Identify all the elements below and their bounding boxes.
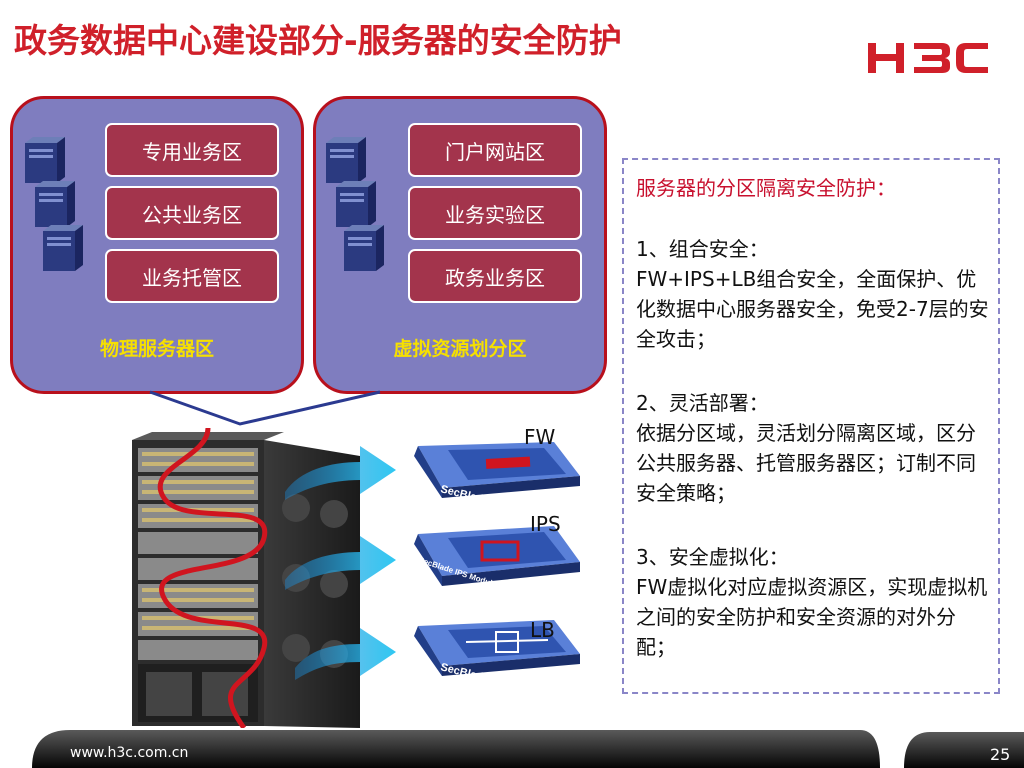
zone-dedicated-business[interactable]: 专用业务区 — [105, 123, 279, 177]
info-section-heading: 3、安全虚拟化： — [636, 545, 789, 569]
info-section-heading: 1、组合安全： — [636, 237, 769, 261]
zone-portal-website[interactable]: 门户网站区 — [408, 123, 582, 177]
h3c-logo — [868, 43, 988, 73]
footer-website[interactable]: www.h3c.com.cn — [70, 745, 189, 761]
info-section-body: FW+IPS+LB组合安全，全面保护、优化数据中心服务器安全，免受2-7层的安全… — [636, 267, 989, 351]
info-title: 服务器的分区隔离安全防护： — [636, 176, 896, 200]
info-section-body: FW虚拟化对应虚拟资源区，实现虚拟机之间的安全防护和安全资源的对外分配； — [636, 575, 988, 659]
info-box: 服务器的分区隔离安全防护： 1、组合安全： FW+IPS+LB组合安全，全面保护… — [622, 158, 1000, 694]
ips-secblade-icon: SecBlade IPS Module — [414, 526, 580, 589]
fw-secblade-icon: SecBlade — [414, 442, 580, 507]
server-stack-icon — [326, 137, 384, 271]
lb-secblade-icon: SecBlade — [414, 620, 580, 685]
lb-label: LB — [530, 618, 555, 642]
page-number: 25 — [990, 745, 1011, 764]
virtual-zone-label: 虚拟资源划分区 — [393, 338, 527, 360]
zone-hosted-business[interactable]: 业务托管区 — [105, 249, 279, 303]
zone-business-lab[interactable]: 业务实验区 — [408, 186, 582, 240]
info-section-1: 1、组合安全： FW+IPS+LB组合安全，全面保护、优化数据中心服务器安全，免… — [636, 234, 992, 354]
physical-zone-label: 物理服务器区 — [99, 338, 214, 360]
zone-government-business[interactable]: 政务业务区 — [408, 249, 582, 303]
info-section-heading: 2、灵活部署： — [636, 391, 769, 415]
zone-public-business[interactable]: 公共业务区 — [105, 186, 279, 240]
info-section-2: 2、灵活部署： 依据分区域，灵活划分隔离区域，区分公共服务器、托管服务器区；订制… — [636, 388, 992, 508]
footer-bar — [32, 730, 1024, 768]
slide-title: 政务数据中心建设部分-服务器的安全防护 — [14, 21, 622, 60]
ips-label: IPS — [530, 512, 561, 536]
switch-chassis-icon — [132, 428, 360, 728]
physical-server-zone-panel: 专用业务区 公共业务区 业务托管区 物理服务器区 — [10, 96, 304, 394]
fw-label: FW — [524, 425, 556, 449]
virtual-resource-zone-panel: 门户网站区 业务实验区 政务业务区 虚拟资源划分区 — [313, 96, 607, 394]
server-stack-icon — [25, 137, 83, 271]
info-section-3: 3、安全虚拟化： FW虚拟化对应虚拟资源区，实现虚拟机之间的安全防护和安全资源的… — [636, 542, 992, 662]
info-section-body: 依据分区域，灵活划分隔离区域，区分公共服务器、托管服务器区；订制不同安全策略； — [636, 421, 976, 505]
